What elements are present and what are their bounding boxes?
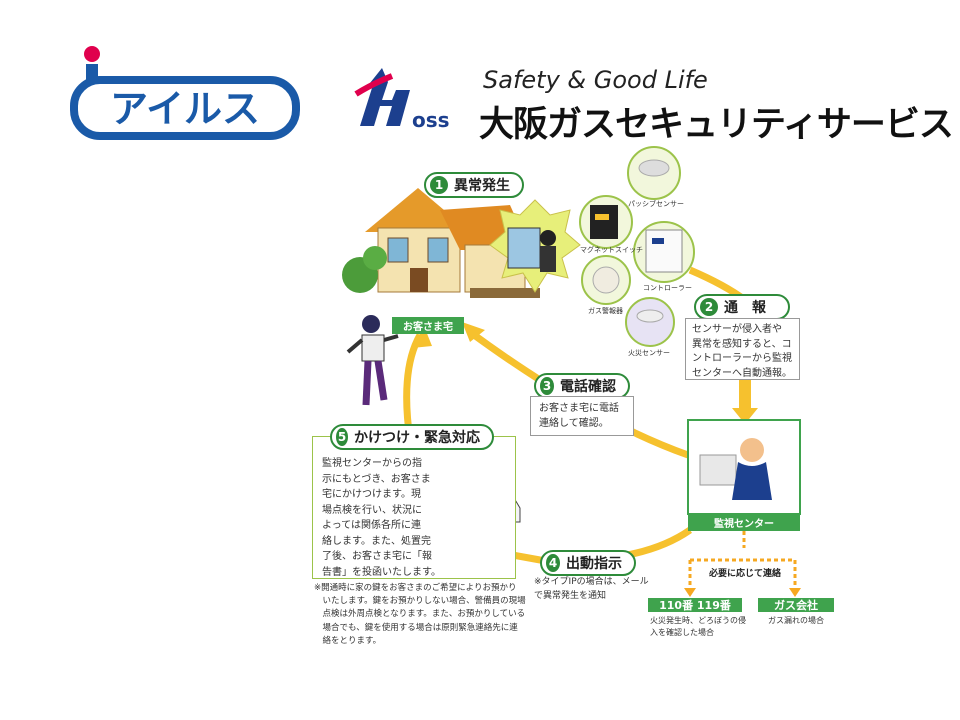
ails-logo: アイルス bbox=[70, 46, 300, 140]
step-4-label: 出動指示 bbox=[566, 556, 622, 572]
step-5-text-line: 場点検を行い、状況に bbox=[322, 504, 422, 516]
step-5-text-line: 了後、お客さま宅に「報 bbox=[322, 551, 432, 562]
step-3-label: 電話確認 bbox=[560, 379, 616, 395]
footnote-line: 点検は外周点検となります。また、お預かりしている bbox=[314, 609, 526, 620]
step-5-pill: 5 かけつけ・緊急対応 bbox=[330, 424, 494, 450]
customer-home-label: お客さま宅 bbox=[403, 322, 453, 333]
footnote-line: いたします。鍵をお預かりしない場合、警備員の現場 bbox=[314, 596, 526, 607]
step-3-text-box: お客さま宅に電話 連絡して確認。 bbox=[530, 396, 634, 436]
emergency-note-line: 入を確認した場合 bbox=[650, 628, 714, 638]
step-4-note-line: ※タイプIPの場合は、メール bbox=[534, 577, 649, 587]
step-3-text-line: 連絡して確認。 bbox=[539, 417, 609, 429]
magnet-switch-label: マグネットスイッチ bbox=[580, 246, 643, 254]
contact-if-needed-label: 必要に応じて連絡 bbox=[706, 566, 785, 579]
step-2-number: 2 bbox=[700, 298, 718, 316]
step-5-text-line: 監視センターからの指 bbox=[322, 458, 422, 469]
step-2-text-line: ントローラーから監視 bbox=[692, 353, 792, 364]
fire-sensor-label: 火災センサー bbox=[628, 349, 670, 357]
step-5-text: 監視センターからの指 示にもとづき、お客さま 宅にかけつけます。現 場点検を行い… bbox=[322, 456, 441, 580]
step-2-text-line: センサーが侵入者や bbox=[692, 324, 782, 335]
step-5-number: 5 bbox=[336, 428, 348, 446]
tagline: Safety & Good Life bbox=[483, 66, 708, 94]
step-2-text-line: センターへ自動通報。 bbox=[692, 367, 792, 379]
emergency-note: 火災発生時、どろぼうの侵 入を確認した場合 bbox=[650, 615, 746, 640]
footnote-line: 絡をとります。 bbox=[314, 635, 382, 646]
step-3-pill: 3 電話確認 bbox=[534, 373, 630, 399]
step-1-label: 異常発生 bbox=[454, 178, 510, 194]
step-5-text-line: よっては関係各所に連 bbox=[322, 520, 421, 531]
step-4-note: ※タイプIPの場合は、メール で異常発生を通知 bbox=[534, 576, 649, 604]
footnote-line: ※開通時に家の鍵をお客さまのご希望によりお預かり bbox=[314, 583, 517, 593]
ails-logo-text: アイルス bbox=[110, 87, 260, 131]
key-footnote: ※開通時に家の鍵をお客さまのご希望によりお預かり いたします。鍵をお預かりしない… bbox=[314, 582, 526, 648]
step-5-text-line: 告書」を投函いたします。 bbox=[322, 566, 441, 578]
burglar-figure bbox=[346, 315, 399, 406]
step-5-text-line: 絡します。また、処置完 bbox=[322, 535, 431, 547]
step-2-label: 通 報 bbox=[724, 300, 766, 316]
gas-alarm-label: ガス警報器 bbox=[588, 307, 623, 315]
oss-logo-text: oss bbox=[412, 108, 450, 132]
emergency-note-line: 火災発生時、どろぼうの侵 bbox=[650, 616, 746, 625]
oss-logo-mark bbox=[354, 68, 410, 126]
step-1-number: 1 bbox=[430, 176, 448, 194]
customer-home-bar bbox=[392, 317, 464, 334]
gas-company-bar: ガス会社 bbox=[758, 598, 834, 612]
emergency-bar: 110番 119番 bbox=[648, 598, 742, 612]
monitor-center-bar bbox=[688, 514, 800, 531]
company-name: 大阪ガスセキュリティサービス bbox=[479, 105, 954, 145]
controller-label: コントローラー bbox=[643, 284, 692, 292]
step-2-text-box: センサーが侵入者や 異常を感知すると、コ ントローラーから監視 センターへ自動通… bbox=[685, 318, 800, 380]
step-3-text-line: お客さま宅に電話 bbox=[539, 403, 619, 414]
step-5-text-line: 示にもとづき、お客さま bbox=[322, 473, 431, 485]
step-5-panel bbox=[312, 436, 516, 579]
step-5-label: かけつけ・緊急対応 bbox=[354, 430, 480, 446]
step-1-pill: 1 異常発生 bbox=[424, 172, 524, 198]
step-4-pill: 4 出動指示 bbox=[540, 550, 636, 576]
step-4-number: 4 bbox=[546, 554, 560, 572]
step-4-note-line: で異常発生を通知 bbox=[534, 590, 607, 601]
passive-sensor-label: パッシブセンサー bbox=[628, 200, 684, 208]
step-5-text-line: 宅にかけつけます。現 bbox=[322, 489, 421, 500]
footnote-line: 場合でも、鍵を使用する場合は原則緊急連絡先に連 bbox=[314, 622, 518, 633]
monitor-center-label: 監視センター bbox=[714, 519, 774, 530]
arrow-head-home-2 bbox=[412, 326, 432, 348]
arrow-head-home bbox=[462, 322, 485, 342]
step-3-number: 3 bbox=[540, 377, 554, 395]
step-2-text-line: 異常を感知すると、コ bbox=[692, 338, 792, 350]
step-2-pill: 2 通 報 bbox=[694, 294, 790, 320]
gas-note: ガス漏れの場合 bbox=[768, 616, 824, 625]
arrow-head-center bbox=[732, 408, 758, 424]
